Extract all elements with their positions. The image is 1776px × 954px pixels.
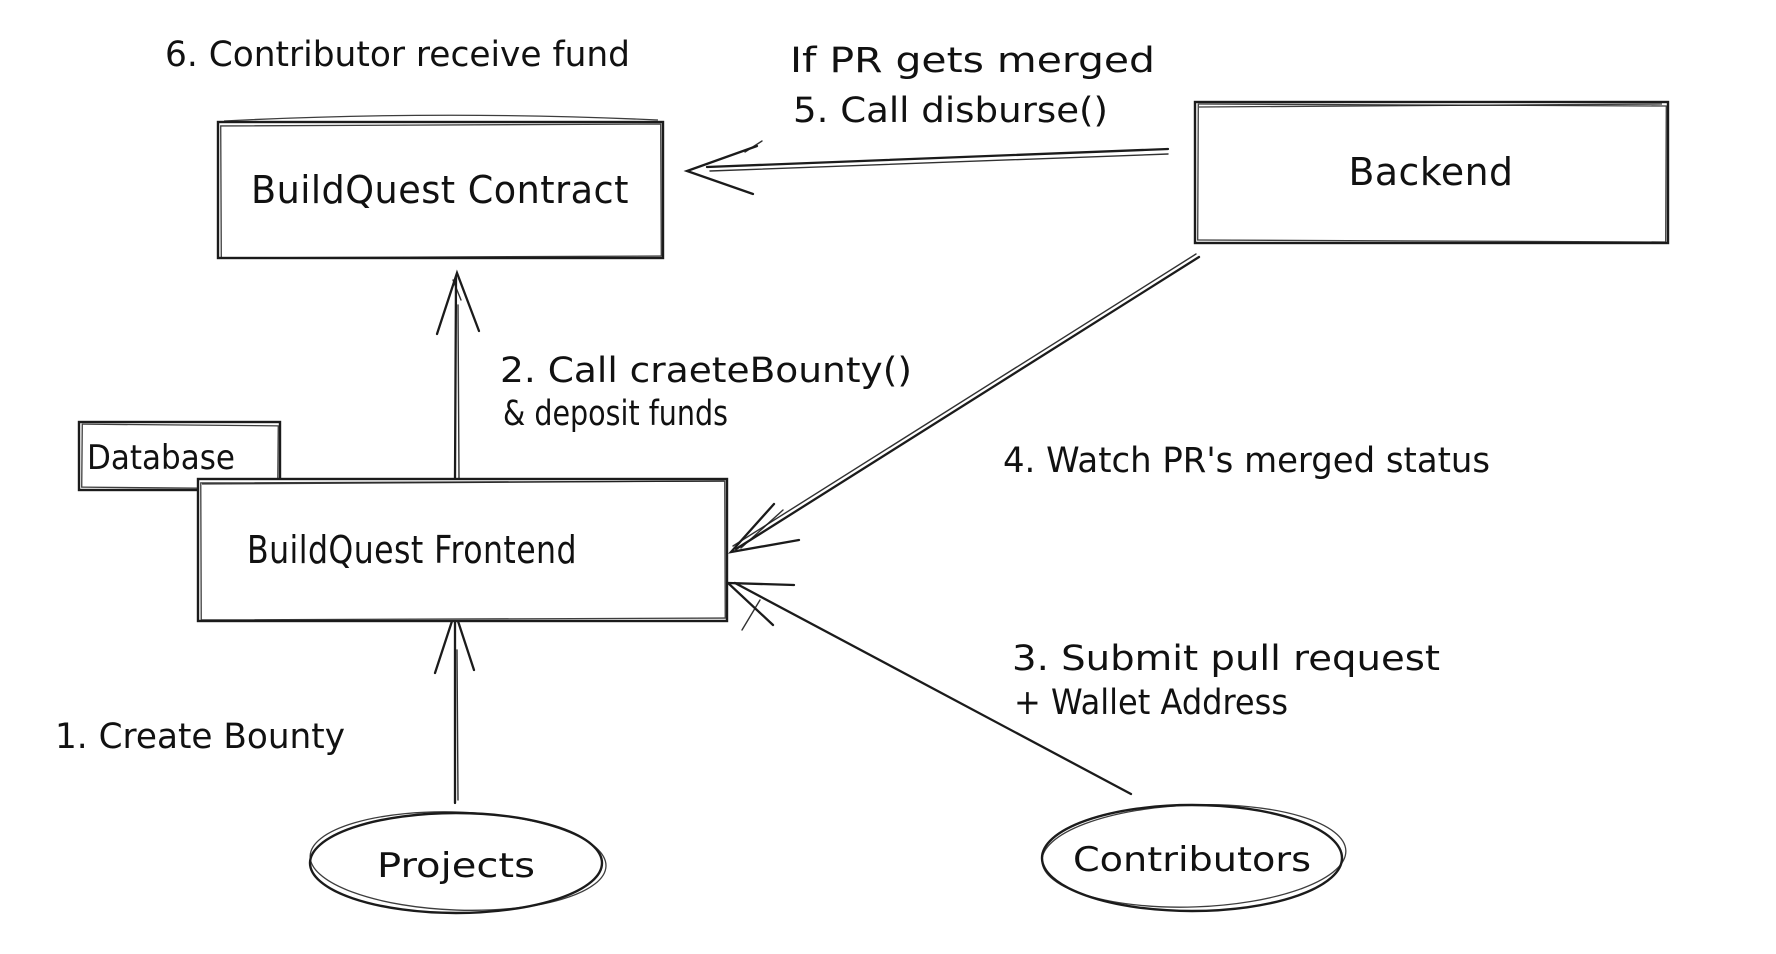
node-sketch-stroke (81, 423, 279, 490)
node-buildquest-frontend: BuildQuest Frontend (196, 477, 729, 623)
label-step5-line1: If PR gets merged (790, 41, 1155, 81)
label-step1: 1. Create Bounty (55, 717, 345, 757)
node-database-label: Database (87, 438, 235, 478)
node-sketch-stroke (1041, 804, 1347, 908)
label-step5-line2: 5. Call disburse() (793, 91, 1108, 131)
node-buildquest-contract: BuildQuest Contract (216, 114, 665, 260)
arrowhead-sketch (452, 279, 462, 301)
node-contributors-label: Contributors (1073, 840, 1311, 880)
node-buildquest-frontend-shape (196, 477, 729, 623)
node-backend-label: Backend (1349, 150, 1514, 194)
arrow-line (733, 581, 1133, 796)
node-buildquest-contract-shape (216, 120, 665, 260)
node-sketch-stroke (220, 123, 662, 259)
label-step3-line1: 3. Submit pull request (1012, 639, 1440, 679)
label-step3-line2: + Wallet Address (1014, 683, 1288, 723)
node-projects-shape (308, 811, 604, 915)
label-step6: 6. Contributor receive fund (165, 35, 630, 75)
arrowhead-sketch (741, 599, 761, 631)
arrow-line-sketch (732, 253, 1197, 547)
arrowhead-up-icon (435, 269, 481, 336)
node-projects-label: Projects (377, 846, 535, 886)
node-projects: Projects (308, 811, 607, 915)
arrow-line (734, 255, 1201, 551)
arrow-backend-to-contract (683, 140, 1170, 196)
arrow-line (453, 276, 458, 480)
arrow-line (705, 147, 1170, 169)
node-contributors: Contributors (1040, 803, 1347, 913)
node-buildquest-contract-label: BuildQuest Contract (251, 168, 629, 212)
arrowhead-left-icon (683, 144, 759, 196)
node-sketch-stroke (1197, 103, 1667, 243)
node-sketch-stroke (200, 480, 726, 621)
node-backend: Backend (1193, 100, 1670, 245)
node-buildquest-frontend-label: BuildQuest Frontend (247, 528, 577, 572)
arrowhead-left-icon (727, 502, 801, 554)
arrow-frontend-to-contract (435, 269, 481, 480)
label-step4: 4. Watch PR's merged status (1003, 441, 1490, 481)
arrow-line-sketch (709, 153, 1169, 172)
node-database: Database (77, 420, 282, 492)
arrowhead-sketch (744, 140, 763, 153)
arrowhead-left-icon (724, 581, 796, 627)
arrowhead-sketch (740, 509, 784, 549)
arrow-projects-to-frontend (433, 608, 476, 805)
node-sketch-stroke (223, 114, 659, 122)
node-backend-shape (1193, 100, 1670, 245)
arrow-line-sketch (456, 649, 459, 801)
arrow-backend-to-frontend (727, 253, 1201, 554)
label-step2-line2: & deposit funds (503, 394, 728, 434)
label-step2-line1: 2. Call craeteBounty() (500, 351, 912, 391)
arrow-line-sketch (457, 304, 460, 479)
node-sketch-stroke (309, 811, 607, 911)
